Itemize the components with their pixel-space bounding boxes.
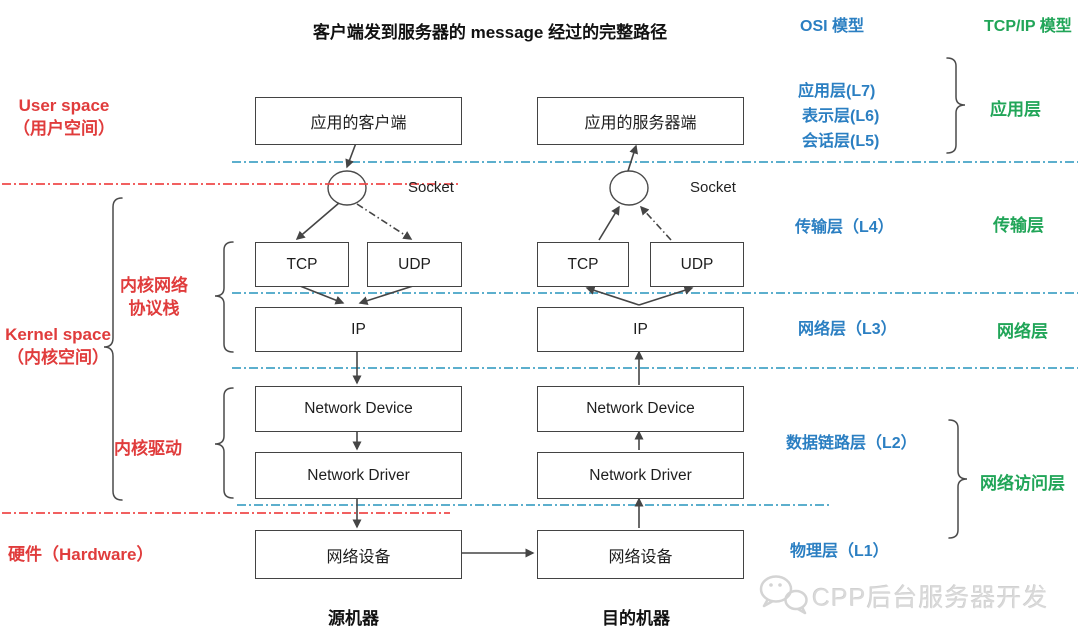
tcpip-layer-transport: 传输层 [993, 216, 1044, 235]
osi-layer-l2: 数据链路层（L2） [786, 435, 917, 452]
arrow-socket-to-tcp [295, 202, 340, 240]
arrow-ip-to-tcp [585, 286, 640, 306]
source-app-client-box: 应用的客户端 [255, 97, 462, 145]
arrow-tcp-to-socket [598, 205, 620, 241]
kernel-driver-brace [214, 387, 234, 499]
arrow-ip-to-udp [638, 286, 694, 306]
arrow-socket-to-udp [356, 203, 413, 240]
user-space-label: User space （用户空间） [13, 96, 115, 138]
osi-app-layers-brace [946, 57, 966, 154]
arrow-tcp-to-ip [299, 285, 345, 305]
dest-machine-caption: 目的机器 [602, 609, 670, 628]
osi-layer-l1: 物理层（L1） [790, 543, 889, 560]
dest-udp-box: UDP [650, 242, 744, 287]
tcpip-layer-network-access: 网络访问层 [980, 474, 1065, 493]
watermark-text: CPP后台服务器开发 [812, 584, 1049, 612]
arrow-client-to-socket [345, 142, 357, 169]
hardware-label: 硬件（Hardware） [8, 545, 154, 564]
socket-shape-dest [609, 170, 649, 206]
osi-layer-l7: 应用层(L7) [798, 83, 876, 100]
source-machine-caption: 源机器 [328, 609, 379, 628]
kernel-space-label: Kernel space （内核空间） [5, 325, 111, 367]
source-ip-box: IP [255, 307, 462, 352]
arrow-udp-to-socket [639, 205, 672, 241]
source-network-driver-box: Network Driver [255, 452, 462, 499]
kernel-stack-brace [214, 241, 234, 353]
socket-shape-source [327, 170, 367, 206]
wechat-icon [759, 575, 808, 615]
tcpip-layer-network: 网络层 [997, 322, 1048, 341]
kernel-space-brace [103, 197, 123, 501]
source-udp-box: UDP [367, 242, 462, 287]
kernel-network-stack-label: 内核网络 协议栈 [120, 276, 188, 318]
arrow-udp-to-ip [358, 285, 414, 305]
dest-tcp-box: TCP [537, 242, 629, 287]
diagram-title: 客户端发到服务器的 message 经过的完整路径 [312, 23, 668, 42]
source-network-device-box: Network Device [255, 386, 462, 432]
dest-nic-box: 网络设备 [537, 530, 744, 579]
source-tcp-box: TCP [255, 242, 349, 287]
source-nic-box: 网络设备 [255, 530, 462, 579]
osi-layer-l6: 表示层(L6) [802, 108, 880, 125]
tcpip-layer-application: 应用层 [990, 100, 1041, 119]
tcpip-model-header: TCP/IP 模型 [984, 18, 1072, 35]
arrow-socket-to-server [627, 144, 639, 172]
dest-app-server-box: 应用的服务器端 [537, 97, 744, 145]
osi-layer-l4: 传输层（L4） [795, 219, 894, 236]
network-access-brace [948, 419, 968, 539]
kernel-driver-label: 内核驱动 [114, 439, 182, 458]
source-socket-label: Socket [408, 179, 454, 196]
dest-network-device-box: Network Device [537, 386, 744, 432]
osi-layer-l5: 会话层(L5) [802, 133, 880, 150]
dest-ip-box: IP [537, 307, 744, 352]
dest-network-driver-box: Network Driver [537, 452, 744, 499]
dest-socket-label: Socket [690, 179, 736, 196]
osi-model-header: OSI 模型 [800, 18, 865, 35]
osi-layer-l3: 网络层（L3） [798, 321, 897, 338]
